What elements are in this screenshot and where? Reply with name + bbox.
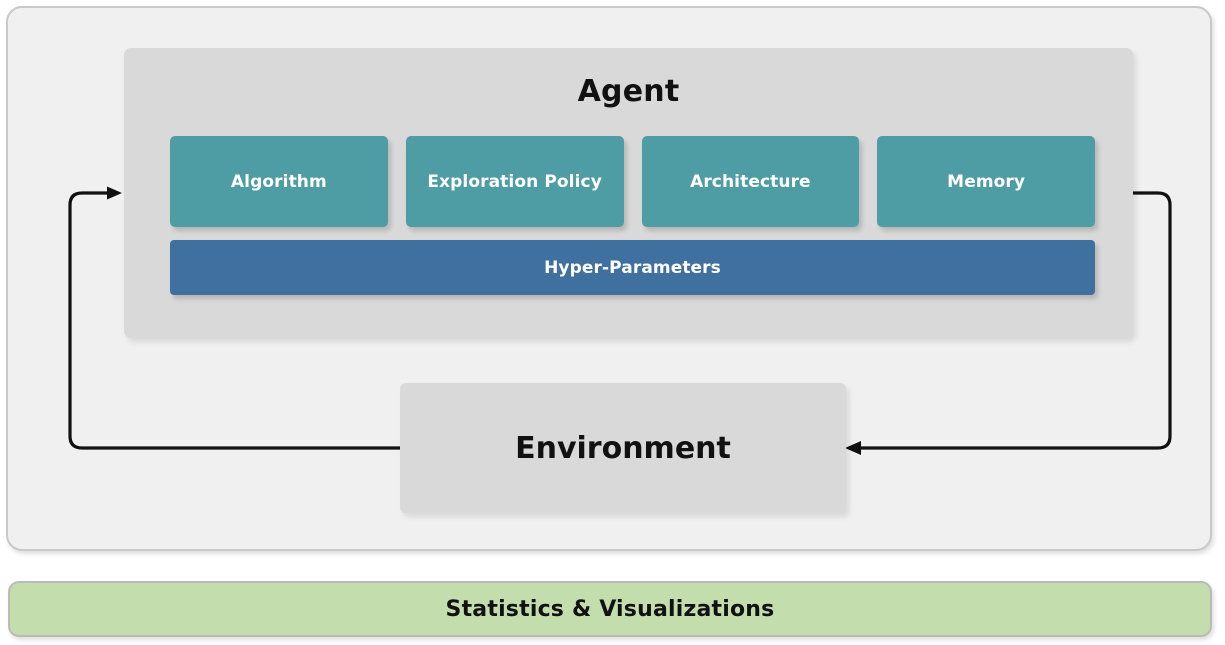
agent-component-row: Algorithm Exploration Policy Architectur… (170, 136, 1095, 227)
statistics-visualizations-label: Statistics & Visualizations (445, 596, 775, 622)
agent-component-exploration-policy[interactable]: Exploration Policy (405, 136, 624, 227)
agent-title: Agent (577, 74, 680, 109)
statistics-visualizations-bar[interactable]: Statistics & Visualizations (8, 581, 1212, 637)
environment-box[interactable]: Environment (400, 383, 846, 513)
hyper-parameters-label: Hyper-Parameters (544, 257, 721, 278)
hyper-parameters-bar[interactable]: Hyper-Parameters (170, 240, 1095, 295)
agent-component-architecture[interactable]: Architecture (641, 136, 860, 227)
agent-component-algorithm[interactable]: Algorithm (170, 136, 388, 227)
agent-component-architecture-label: Architecture (690, 171, 811, 192)
agent-component-algorithm-label: Algorithm (230, 171, 327, 192)
agent-panel: Agent Algorithm Exploration Policy Archi… (124, 48, 1133, 338)
agent-component-exploration-policy-label: Exploration Policy (427, 171, 602, 192)
agent-component-memory-label: Memory (947, 171, 1026, 192)
environment-label: Environment (515, 430, 731, 466)
agent-component-memory[interactable]: Memory (877, 136, 1095, 227)
